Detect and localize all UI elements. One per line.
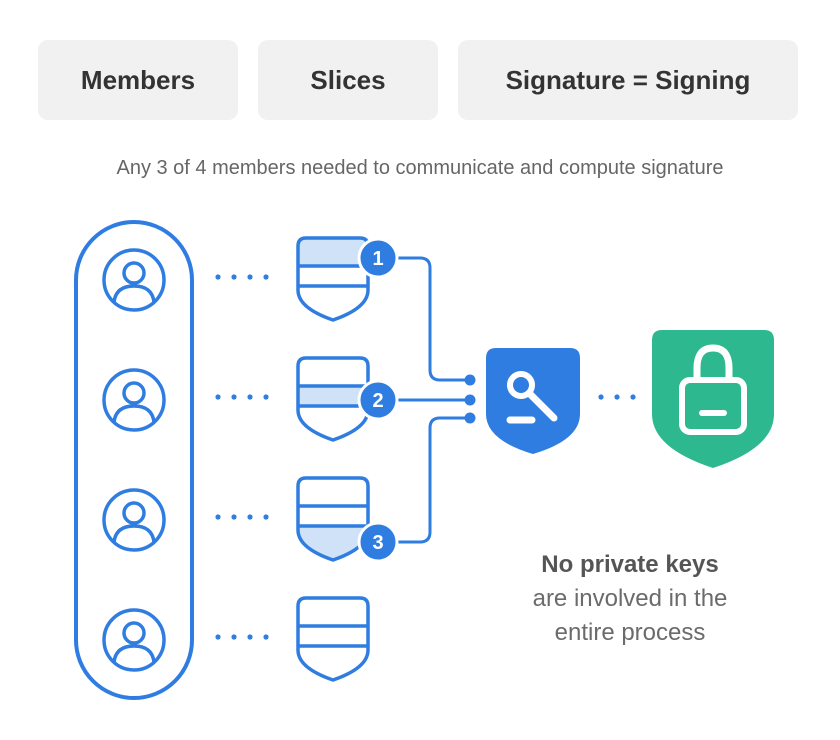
slice-signer-connectors [398,256,468,544]
diagram-subtitle: Any 3 of 4 members needed to communicate… [116,157,724,179]
slices-header: Slices [258,40,438,120]
member-slice-connectors [215,274,269,640]
slice-shield-icon [296,356,370,442]
signer-result-connector [598,394,636,400]
note-line: entire process [554,619,706,646]
lock-shield-icon [652,330,774,468]
signature-header: Signature = Signing [458,40,798,120]
slice-badge: 2 [357,379,399,421]
member-user-icon [102,368,166,432]
note-headline: No private keys [541,551,719,578]
slice-badge: 3 [357,521,399,563]
members-header: Members [38,40,238,120]
slice-shield-icon [296,476,370,562]
svg-text:2: 2 [372,390,383,412]
svg-text:1: 1 [372,248,383,270]
member-user-icon [102,488,166,552]
member-user-icon [102,608,166,672]
members-group-outline [74,220,194,700]
note-line: are involved in the [532,585,728,612]
slice-shield-icon [296,236,370,322]
member-user-icon [102,248,166,312]
connector-endpoints [464,374,476,424]
slice-badge: 1 [357,237,399,279]
key-shield-icon [486,348,580,454]
no-private-keys-note: No private keys are involved in the enti… [480,548,780,650]
svg-text:3: 3 [372,532,383,554]
slice-shield-icon [296,596,370,682]
